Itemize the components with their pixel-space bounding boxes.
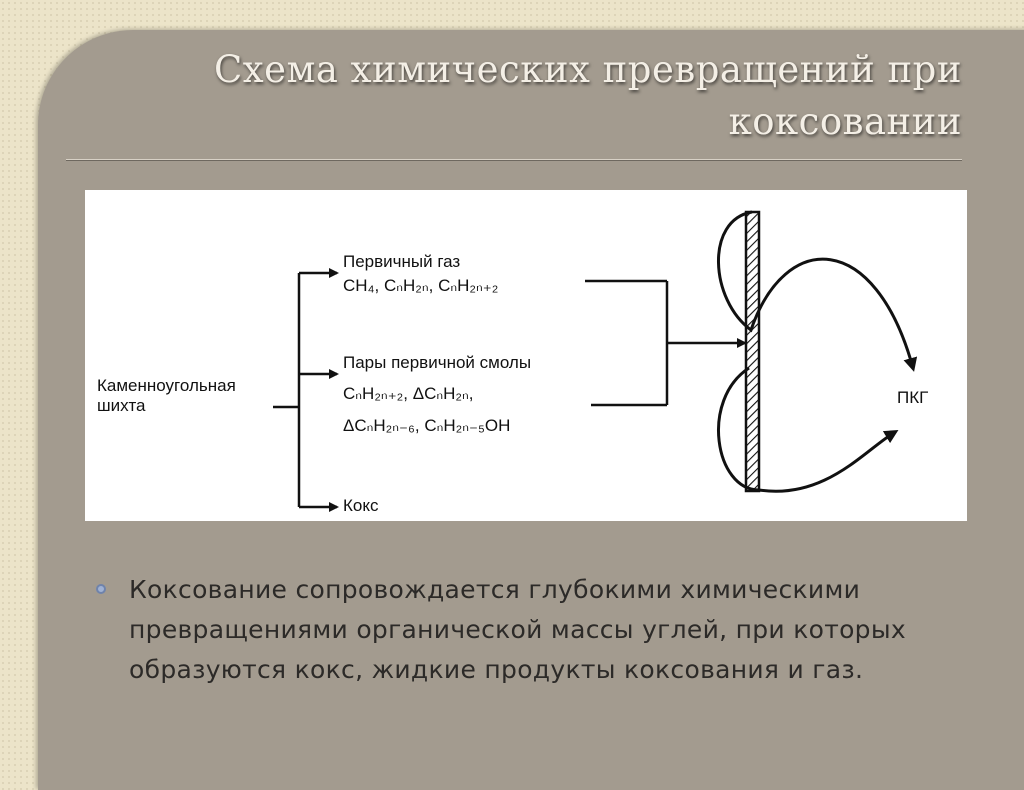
source-text: Каменноугольная шихта <box>97 376 236 415</box>
bullet-dot-icon <box>96 584 106 594</box>
bullet-text: Коксование сопровождается глубокими хими… <box>129 575 906 684</box>
lower-loop-arrow <box>717 366 899 493</box>
coking-scheme-diagram: Каменноугольная шихта Первичный газ CH₄,… <box>85 190 967 521</box>
primary-gas-formula: CH₄, CₙH₂ₙ, CₙH₂ₙ₊₂ <box>343 276 499 295</box>
slide-title: Схема химических превращений при коксова… <box>214 48 962 143</box>
tar-vapors-formula-2: ΔCₙH₂ₙ₋₆, CₙH₂ₙ₋₅OH <box>343 416 511 435</box>
source-label: Каменноугольная шихта <box>97 376 282 416</box>
primary-gas-label: Первичный газ <box>343 252 461 271</box>
hot-wall <box>744 210 761 493</box>
title-divider <box>66 159 962 161</box>
coke-label: Кокс <box>343 496 379 515</box>
product-label: ПКГ <box>897 388 929 407</box>
diagram-graphics <box>273 210 918 512</box>
upper-loop-arrow <box>717 210 918 372</box>
tar-vapors-formula-1: CₙH₂ₙ₊₂, ΔCₙH₂ₙ, <box>343 384 474 403</box>
tar-vapors-label: Пары первичной смолы <box>343 353 532 372</box>
